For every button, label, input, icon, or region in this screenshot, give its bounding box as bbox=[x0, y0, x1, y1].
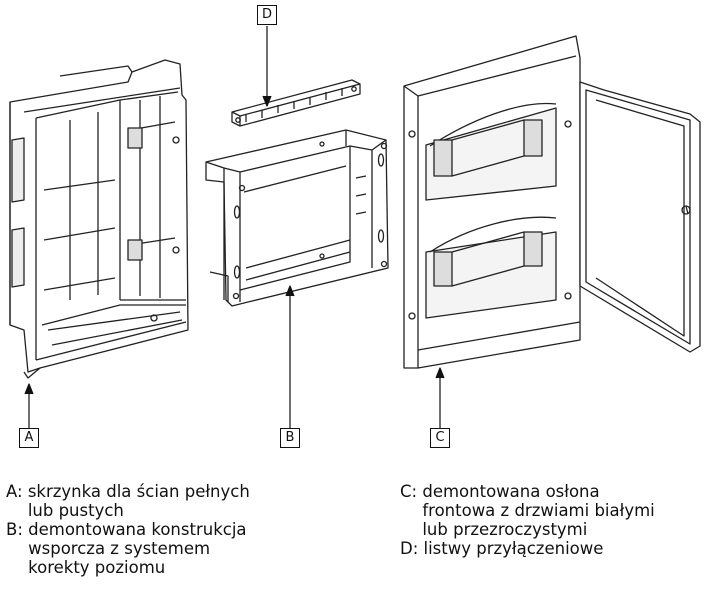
callout-b-label: B bbox=[280, 428, 300, 448]
legend-text-a: skrzynka dla ścian pełnych lub pustych bbox=[27, 482, 250, 520]
part-c-front-cover-with-door bbox=[403, 35, 701, 369]
legend-item-a: A: skrzynka dla ścian pełnych lub pustyc… bbox=[6, 482, 250, 520]
part-b-support-frame bbox=[205, 129, 389, 307]
legend-key-c: C: bbox=[400, 482, 418, 501]
legend-key-d: D: bbox=[400, 539, 419, 558]
legend-item-b: B: demontowana konstrukcja wsporcza z sy… bbox=[6, 520, 250, 577]
callout-d-label: D bbox=[257, 5, 277, 25]
callout-a-label: A bbox=[19, 428, 39, 448]
legend-text-b: demontowana konstrukcja wsporcza z syste… bbox=[28, 520, 247, 577]
legend-left-column: A: skrzynka dla ścian pełnych lub pustyc… bbox=[6, 482, 250, 577]
legend-key-b: B: bbox=[6, 520, 23, 539]
callout-c-label: C bbox=[430, 428, 450, 448]
part-a-enclosure-box bbox=[9, 59, 189, 379]
legend-text-d: listwy przyłączeniowe bbox=[423, 539, 604, 558]
legend-key-a: A: bbox=[6, 482, 23, 501]
leader-lines bbox=[24, 26, 445, 428]
legend-item-d: D: listwy przyłączeniowe bbox=[400, 539, 655, 558]
legend-item-c: C: demontowana osłona frontowa z drzwiam… bbox=[400, 482, 655, 539]
part-d-terminal-strip bbox=[231, 79, 361, 127]
legend-right-column: C: demontowana osłona frontowa z drzwiam… bbox=[400, 482, 655, 558]
legend-text-c: demontowana osłona frontowa z drzwiami b… bbox=[422, 482, 655, 539]
